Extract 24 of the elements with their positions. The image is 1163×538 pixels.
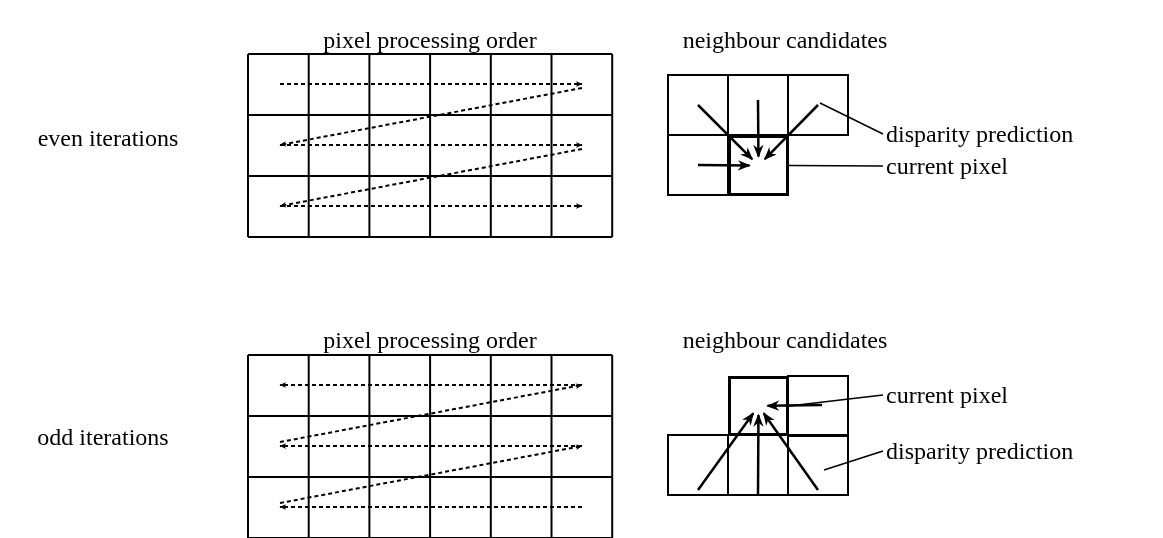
callout-label: disparity prediction: [886, 120, 1074, 148]
callout-label: current pixel: [886, 152, 1008, 180]
column-heading: pixel processing order: [323, 26, 537, 54]
current-pixel-cell: [728, 135, 789, 196]
arrow: [697, 412, 755, 491]
leader-line: [819, 102, 884, 135]
arrow: [766, 400, 823, 411]
column-heading: neighbour candidates: [682, 26, 888, 54]
arrow: [753, 413, 764, 495]
row-label: even iterations: [37, 124, 179, 152]
arrow: [698, 160, 751, 171]
arrow: [762, 412, 820, 491]
callout-label: current pixel: [886, 381, 1008, 409]
leader-line: [788, 164, 884, 167]
current-pixel-cell: [728, 376, 789, 436]
callout-label: disparity prediction: [886, 437, 1074, 465]
row-label: odd iterations: [37, 423, 169, 451]
arrow: [697, 104, 754, 161]
arrow: [763, 104, 819, 160]
leader-line: [823, 450, 884, 471]
leader-line: [788, 394, 884, 407]
column-heading: pixel processing order: [323, 326, 537, 354]
column-heading: neighbour candidates: [682, 326, 888, 354]
arrow: [753, 100, 764, 158]
